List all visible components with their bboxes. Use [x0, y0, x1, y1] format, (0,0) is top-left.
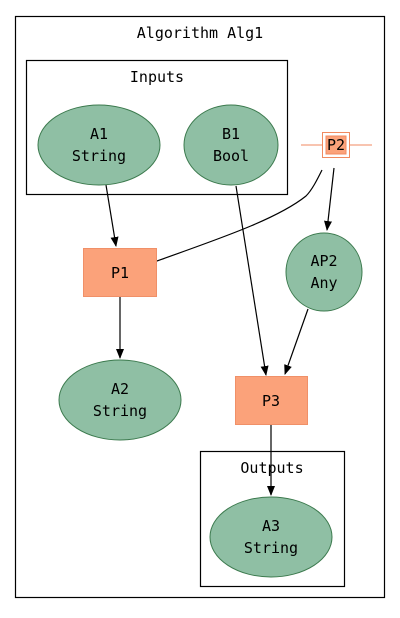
node-a2[interactable]: A2 String	[58, 359, 182, 441]
node-ap2[interactable]: AP2 Any	[285, 232, 363, 312]
outputs-label: Outputs	[240, 459, 303, 477]
port-p2[interactable]: P2	[301, 132, 372, 158]
node-b1-name: B1	[222, 125, 240, 143]
inputs-cluster: Inputs	[25, 59, 289, 196]
node-ap2-type: Any	[310, 274, 337, 292]
edges	[105, 167, 335, 496]
edge-p2-to-ap2	[324, 167, 335, 231]
edge-b1-to-p3	[235, 185, 269, 376]
node-a3-type: String	[244, 539, 298, 557]
outputs-cluster: Outputs	[199, 450, 346, 588]
node-a2-shape	[58, 359, 182, 441]
process-p3[interactable]: P3	[235, 376, 308, 425]
edge-p1-to-p2	[156, 169, 323, 262]
inputs-cluster-border	[25, 59, 289, 196]
port-p2-label: P2	[327, 136, 345, 154]
node-ap2-name: AP2	[310, 252, 337, 270]
port-p2-inner-box	[325, 135, 347, 155]
node-a2-type: String	[93, 402, 147, 420]
node-a3-shape	[209, 496, 333, 578]
process-p1-shape	[83, 248, 157, 297]
outputs-cluster-border	[199, 450, 346, 588]
process-p3-shape	[235, 376, 308, 425]
node-b1[interactable]: B1 Bool	[183, 104, 279, 186]
algorithm-cluster: Algorithm Alg1	[14, 15, 386, 599]
node-a3-name: A3	[262, 517, 280, 535]
process-p3-label: P3	[262, 392, 280, 410]
node-a1-name: A1	[90, 125, 108, 143]
process-p1-label: P1	[111, 264, 129, 282]
node-a1-type: String	[72, 147, 126, 165]
node-a3[interactable]: A3 String	[209, 496, 333, 578]
node-a2-name: A2	[111, 380, 129, 398]
node-b1-shape	[183, 104, 279, 186]
process-p1[interactable]: P1	[83, 248, 157, 297]
node-a1-shape	[37, 104, 161, 186]
edge-ap2-to-p3	[284, 308, 309, 375]
inputs-label: Inputs	[130, 68, 184, 86]
algorithm-cluster-border	[14, 15, 386, 599]
node-b1-type: Bool	[213, 147, 249, 165]
node-ap2-shape	[285, 232, 363, 312]
edge-a1-to-p1	[105, 184, 119, 247]
algorithm-title: Algorithm Alg1	[137, 24, 263, 42]
node-a1[interactable]: A1 String	[37, 104, 161, 186]
